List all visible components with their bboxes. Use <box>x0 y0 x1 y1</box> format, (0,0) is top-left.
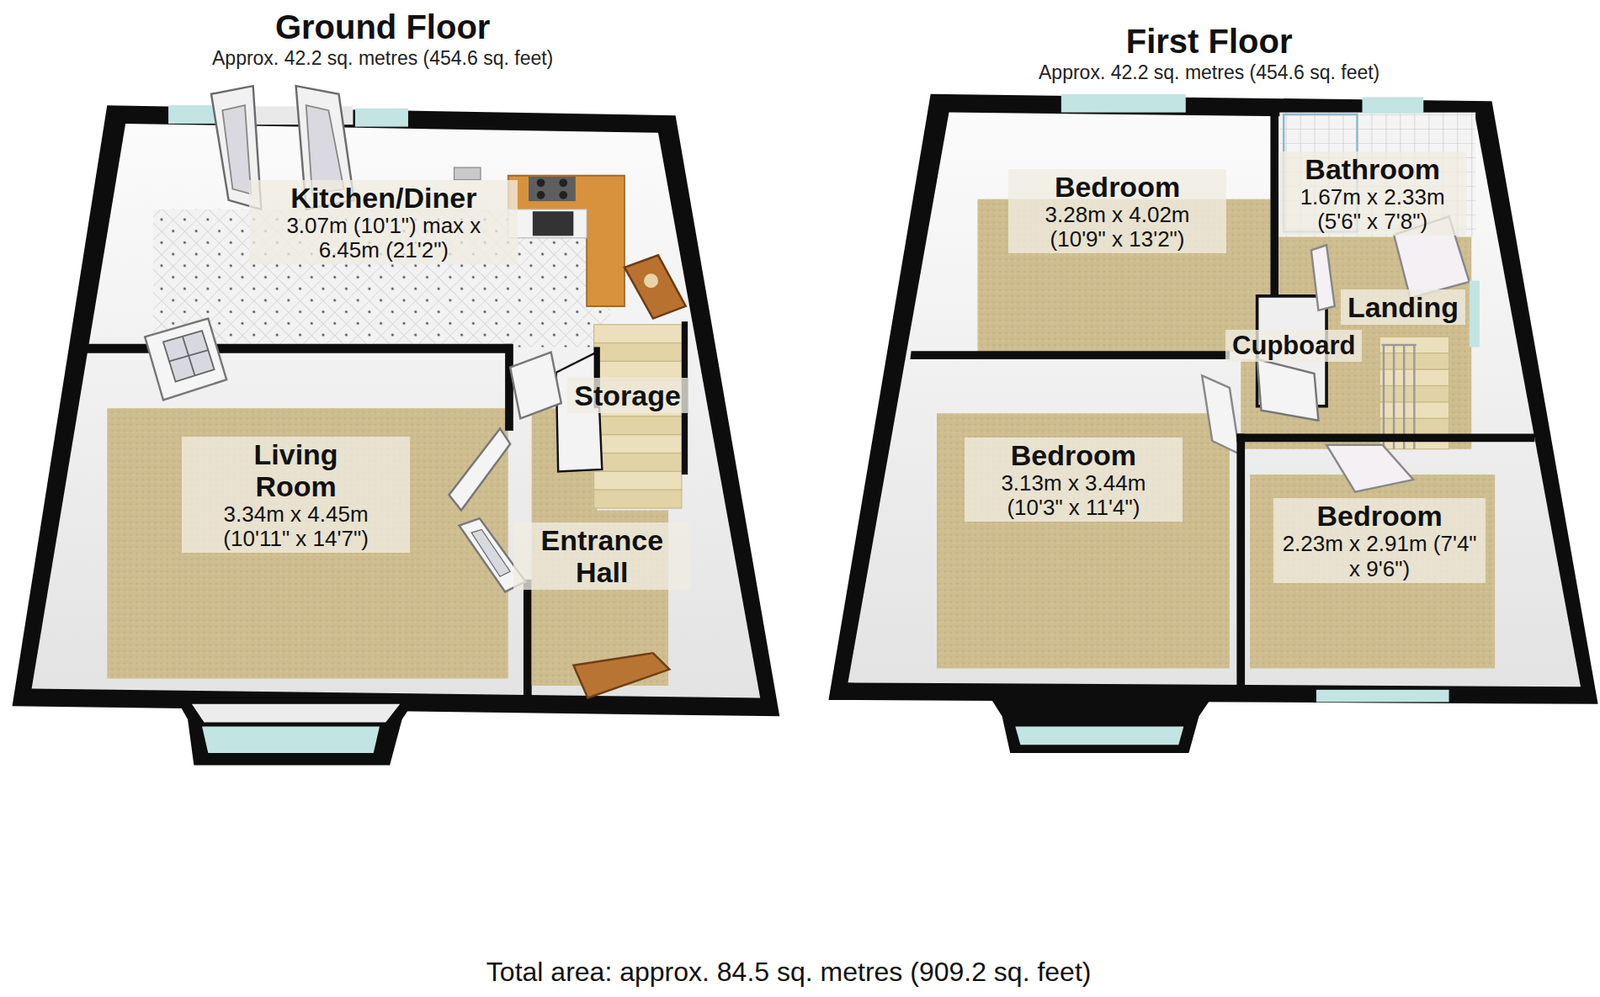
kitchen-counter <box>508 175 625 307</box>
room-label: Bathroom1.67m x 2.33m (5'6" x 7'8") <box>1279 151 1467 236</box>
room-label: Landing <box>1340 289 1466 325</box>
first-floor-plan <box>828 94 1598 754</box>
wall-face <box>31 123 761 699</box>
glazing-bars <box>169 336 208 376</box>
outer-wall <box>828 94 1598 705</box>
bay-window <box>175 698 417 766</box>
door-panel <box>222 105 251 194</box>
window <box>1362 96 1425 113</box>
sink <box>454 167 482 181</box>
door-glazing <box>471 529 511 577</box>
window <box>355 108 409 128</box>
room-name: Entrance Hall <box>520 524 684 589</box>
room-label: Bedroom2.23m x 2.91m (7'4" x 9'6") <box>1273 498 1486 583</box>
hob <box>528 176 576 202</box>
window-glass <box>201 726 380 754</box>
bay-window <box>989 696 1212 754</box>
door-glazing <box>163 330 215 383</box>
door <box>144 318 227 401</box>
stair-tread <box>594 471 682 490</box>
wall <box>523 579 532 697</box>
door <box>448 428 511 511</box>
room-dimensions: 3.28m x 4.02m (10'9" x 13'2") <box>1015 202 1219 252</box>
stair-tread <box>594 435 682 454</box>
stair-tread <box>594 343 682 362</box>
room-name: Landing <box>1347 291 1459 324</box>
room-name: Storage <box>574 379 681 412</box>
front-door <box>573 653 670 698</box>
room-name: Bedroom <box>1015 170 1219 203</box>
room-label: Cupboard <box>1225 329 1362 363</box>
door <box>1201 375 1240 454</box>
staircase <box>594 324 682 509</box>
room-label: Kitchen/Diner3.07m (10'1") max x 6.45m (… <box>249 180 518 265</box>
bay-sill <box>191 704 400 723</box>
room-name: Kitchen/Diner <box>255 181 511 214</box>
floor-panel: Ground FloorApprox. 42.2 sq. metres (454… <box>0 8 766 784</box>
bathroom-floor <box>1279 112 1476 238</box>
wall <box>504 344 514 431</box>
outer-wall <box>12 105 781 717</box>
room-name: Living Room <box>219 438 373 503</box>
burner <box>536 191 546 200</box>
wall <box>1236 434 1535 443</box>
staircase <box>1379 336 1449 449</box>
window <box>1061 94 1186 113</box>
wall <box>909 350 1229 360</box>
ground-floor-plan <box>12 85 781 766</box>
side-door <box>624 255 686 319</box>
room-label: Bedroom3.28m x 4.02m (10'9" x 13'2") <box>1008 169 1226 254</box>
door <box>1326 445 1414 493</box>
bedroom-floor <box>1249 474 1495 669</box>
room-dimensions: 3.34m x 4.45m (10'11" x 14'7") <box>188 502 404 552</box>
oven <box>532 211 574 236</box>
room-label: Living Room3.34m x 4.45m (10'11" x 14'7"… <box>181 436 410 553</box>
room-name: Bathroom <box>1286 153 1460 186</box>
wall-face <box>847 112 1580 688</box>
wall <box>81 344 513 354</box>
door <box>510 352 562 420</box>
burner <box>536 178 546 187</box>
banister <box>1382 345 1417 450</box>
window <box>168 105 218 124</box>
floor-heading: First Floor <box>821 22 1597 60</box>
room-dimensions: 2.23m x 2.91m (7'4" x 9'6") <box>1280 531 1479 581</box>
kitchen-floor <box>153 209 611 348</box>
door <box>1311 244 1335 311</box>
floor-heading: Ground Floor <box>0 8 766 46</box>
room-dimensions: 1.67m x 2.33m (5'6" x 7'8") <box>1286 185 1460 234</box>
room-dimensions: 3.13m x 3.44m (10'3" x 11'4") <box>971 471 1175 521</box>
room-name: Bedroom <box>971 439 1175 472</box>
stair-tread <box>594 416 682 436</box>
room-name: Cupboard <box>1232 331 1356 362</box>
bedroom-floor <box>936 413 1230 669</box>
window <box>1316 690 1450 703</box>
living-floor <box>106 408 508 679</box>
room-label: Bedroom3.13m x 3.44m (10'3" x 11'4") <box>964 437 1182 522</box>
stair-tread <box>594 489 682 509</box>
total-area-caption: Total area: approx. 84.5 sq. metres (909… <box>486 956 1092 989</box>
door-glass <box>643 273 659 288</box>
burner <box>558 191 568 200</box>
stair-tread <box>594 361 682 380</box>
floor-area: Approx. 42.2 sq. metres (454.6 sq. feet) <box>0 47 766 70</box>
room-label: Entrance Hall <box>513 522 691 591</box>
door <box>1257 359 1319 421</box>
room-name: Bedroom <box>1280 499 1479 532</box>
floor-area: Approx. 42.2 sq. metres (454.6 sq. feet) <box>821 61 1597 84</box>
wall <box>1270 101 1279 306</box>
window <box>1469 281 1480 348</box>
wall <box>1236 434 1245 690</box>
stair-tread <box>594 453 682 473</box>
room-label: Storage <box>567 377 688 414</box>
cabinet-front <box>508 209 587 239</box>
floor-panel: First FloorApprox. 42.2 sq. metres (454.… <box>821 22 1597 783</box>
window-glass <box>1015 726 1184 745</box>
room-dimensions: 3.07m (10'1") max x 6.45m (21'2") <box>255 213 511 263</box>
burner <box>558 178 568 187</box>
stair-tread <box>594 324 682 344</box>
